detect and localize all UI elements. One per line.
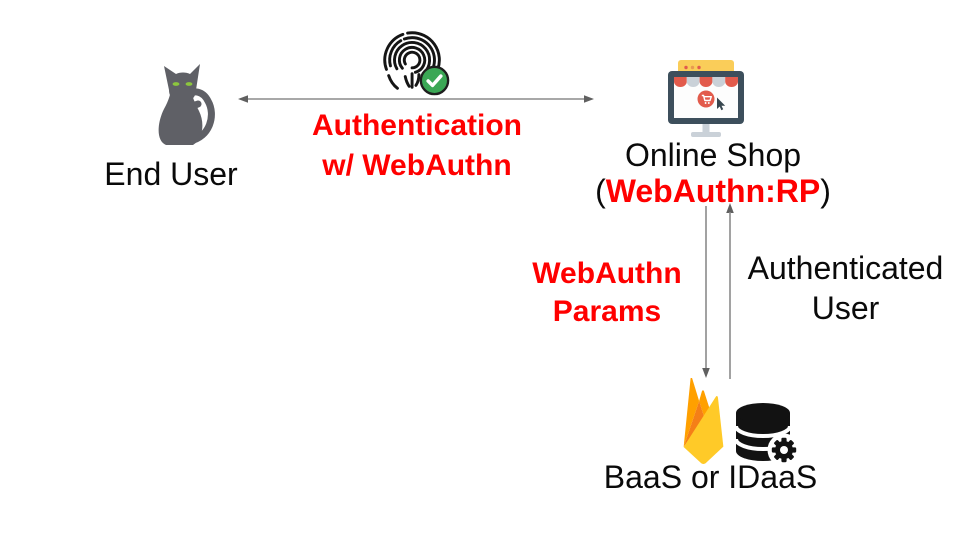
paren-open: ( xyxy=(595,173,606,209)
arrow-shop-to-baas xyxy=(700,206,712,378)
arrow-enduser-shop xyxy=(238,93,594,105)
authenticated-user-line1: Authenticated xyxy=(747,250,944,286)
authentication-label-line1: Authentication xyxy=(312,109,522,142)
baas-label: BaaS or IDaaS xyxy=(603,459,818,495)
cursor-icon xyxy=(717,97,726,111)
check-badge xyxy=(419,65,450,96)
online-shop-icon xyxy=(664,60,748,140)
database-gear-icon xyxy=(733,402,801,468)
end-user-label: End User xyxy=(104,156,238,192)
online-shop-subtitle: (WebAuthn:RP) xyxy=(588,173,838,209)
webauthn-rp-label: WebAuthn:RP xyxy=(605,173,821,209)
fingerprint-check-icon xyxy=(377,23,453,99)
webauthn-params-label: WebAuthn Params xyxy=(497,255,717,331)
authentication-label-line2: w/ WebAuthn xyxy=(322,149,512,182)
authenticated-user-label: Authenticated User xyxy=(733,248,958,328)
cart-badge xyxy=(697,90,715,108)
online-shop-label: Online Shop (WebAuthn:RP) xyxy=(588,137,838,209)
online-shop-title: Online Shop xyxy=(624,137,802,173)
webauthn-params-line2: Params xyxy=(552,295,662,328)
webauthn-params-line1: WebAuthn xyxy=(532,257,682,290)
paren-close: ) xyxy=(820,173,831,209)
firebase-icon xyxy=(676,378,731,464)
authenticated-user-line2: User xyxy=(811,290,880,326)
arrow-baas-to-shop xyxy=(724,203,736,379)
authentication-label: Authentication w/ WebAuthn xyxy=(262,106,572,186)
gear-icon xyxy=(771,437,797,463)
cat-icon xyxy=(150,58,216,148)
